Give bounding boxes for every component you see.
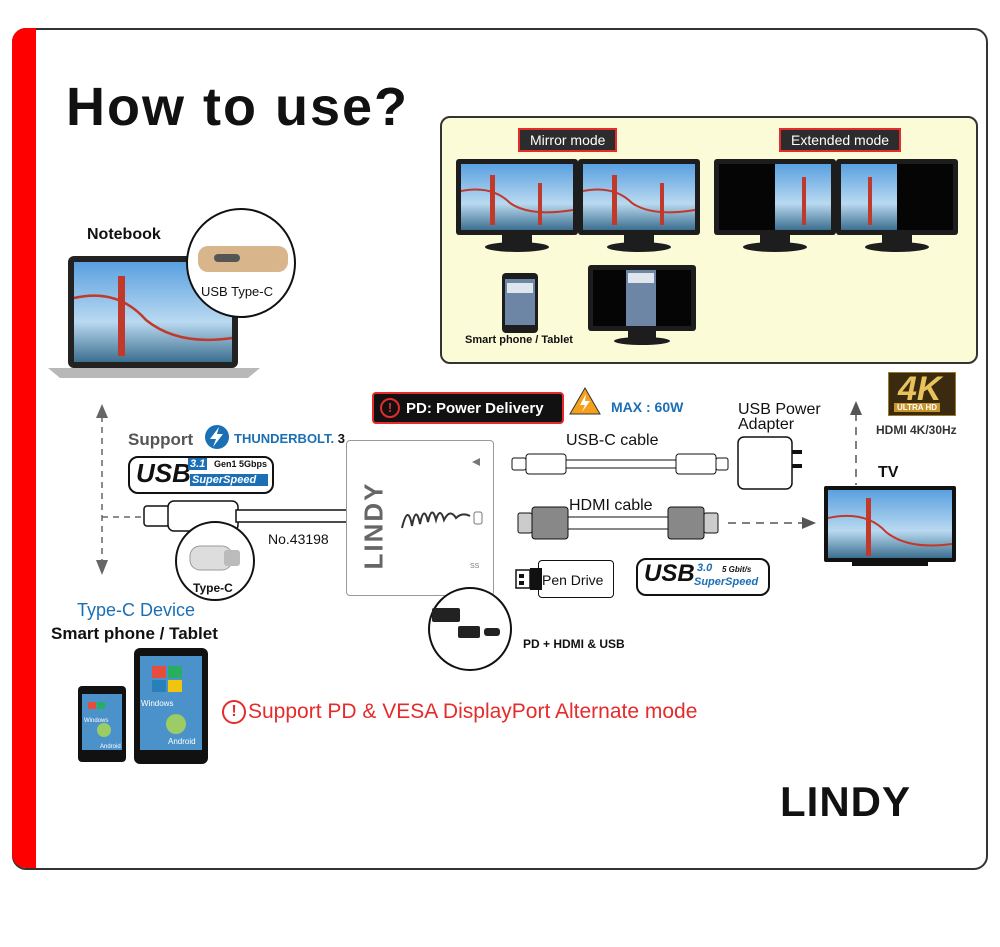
- usb30-badge: [636, 558, 770, 596]
- extended-monitor-2: [836, 159, 958, 252]
- pen-drive-box: [538, 560, 614, 598]
- tv-label: TV: [878, 464, 899, 481]
- mode-phone: [502, 273, 538, 333]
- 4k-badge-sub: ULTRA HD: [894, 403, 940, 412]
- svg-text:SS: SS: [470, 563, 480, 570]
- usb31-version: 3.1: [188, 458, 208, 470]
- lindy-hub: [346, 440, 494, 596]
- small-device-os1: Windows: [84, 718, 109, 724]
- extended-monitor-1: [714, 159, 836, 252]
- tv-illustration: [824, 486, 956, 566]
- mirror-mode-label: Mirror mode: [518, 128, 618, 152]
- thunderbolt-text: THUNDERBOLT.: [234, 431, 335, 446]
- hub-port-icons: SS: [470, 458, 483, 570]
- model-number: No.43198: [268, 531, 329, 547]
- hub-signature-decoration: [401, 511, 471, 529]
- hub-ports-zoom: [428, 587, 512, 671]
- hdmi-cable-label: HDMI cable: [569, 497, 653, 514]
- pen-drive-label: Pen Drive: [542, 572, 604, 588]
- monitors-illustration: [456, 159, 958, 345]
- mirror-monitor-1: [456, 159, 578, 252]
- large-device-os1: Windows: [141, 699, 174, 708]
- pd-label: PD: Power Delivery: [406, 399, 544, 417]
- thunderbolt-icon: [205, 425, 229, 449]
- thunderbolt-number: 3: [337, 431, 345, 446]
- pd-max-label: MAX : 60W: [611, 399, 684, 415]
- large-device-os2: Android: [168, 737, 196, 746]
- red-side-bar: [12, 28, 36, 868]
- usbc-cable-label: USB-C cable: [566, 432, 659, 449]
- mirror-monitor-2: [578, 159, 700, 252]
- connection-arrows-right: [728, 401, 862, 529]
- type-c-plug-zoom: [175, 521, 255, 601]
- usb30-version: 3.0: [697, 562, 713, 574]
- hub-ports-label: PD + HDMI & USB: [523, 637, 625, 651]
- extended-mode-label: Extended mode: [779, 128, 902, 152]
- 4k-badge-main: 4K: [898, 370, 942, 408]
- hub-brand: LINDY: [358, 481, 389, 570]
- exclamation-icon: !: [222, 700, 246, 724]
- support-note-text: Support PD & VESA DisplayPort Alternate …: [248, 700, 698, 723]
- phone-mirror-monitor: [588, 265, 696, 345]
- usb31-speed: SuperSpeed: [190, 474, 268, 486]
- type-c-device-subtitle: Smart phone / Tablet: [51, 624, 218, 643]
- page-title: How to use?: [66, 77, 409, 137]
- device-illustration: [78, 648, 208, 764]
- support-label: Support: [128, 430, 194, 449]
- hdmi-cable: [517, 506, 719, 540]
- type-c-device-title: Type-C Device: [77, 600, 196, 620]
- usb-c-port-zoom: [186, 208, 296, 318]
- usb-plug-icon: [515, 568, 542, 590]
- small-device-os2: Android: [100, 744, 121, 750]
- notebook-label: Notebook: [87, 226, 161, 243]
- power-delivery-badge: ! PD: Power Delivery: [372, 392, 564, 424]
- usb30-speed: SuperSpeed: [694, 576, 759, 588]
- type-c-plug-label: Type-C: [193, 581, 233, 595]
- support-note: ! Support PD & VESA DisplayPort Alternat…: [222, 700, 697, 724]
- usb30-main: USB: [644, 560, 695, 587]
- usb31-gen: Gen1 5Gbps: [214, 459, 268, 469]
- usb31-main: USB: [136, 458, 191, 488]
- lindy-logo: LINDY: [780, 778, 911, 825]
- usb30-rate: 5 Gbit/s: [722, 565, 752, 574]
- adapter-label-line2: Adapter: [738, 416, 795, 433]
- usb-power-adapter-icon: [737, 436, 802, 490]
- exclamation-icon: !: [380, 398, 400, 418]
- warning-lightning-icon: [569, 386, 601, 415]
- adapter-label-line1: USB Power: [738, 401, 821, 418]
- usbc-cable: [511, 453, 729, 475]
- phone-mode-label: Smart phone / Tablet: [465, 334, 573, 346]
- adapter-label: USB Power Adapter: [738, 401, 821, 433]
- usb-type-c-label: USB Type-C: [201, 284, 274, 299]
- thunderbolt-label: THUNDERBOLT. 3: [234, 431, 345, 446]
- tv-resolution: HDMI 4K/30Hz: [876, 423, 957, 437]
